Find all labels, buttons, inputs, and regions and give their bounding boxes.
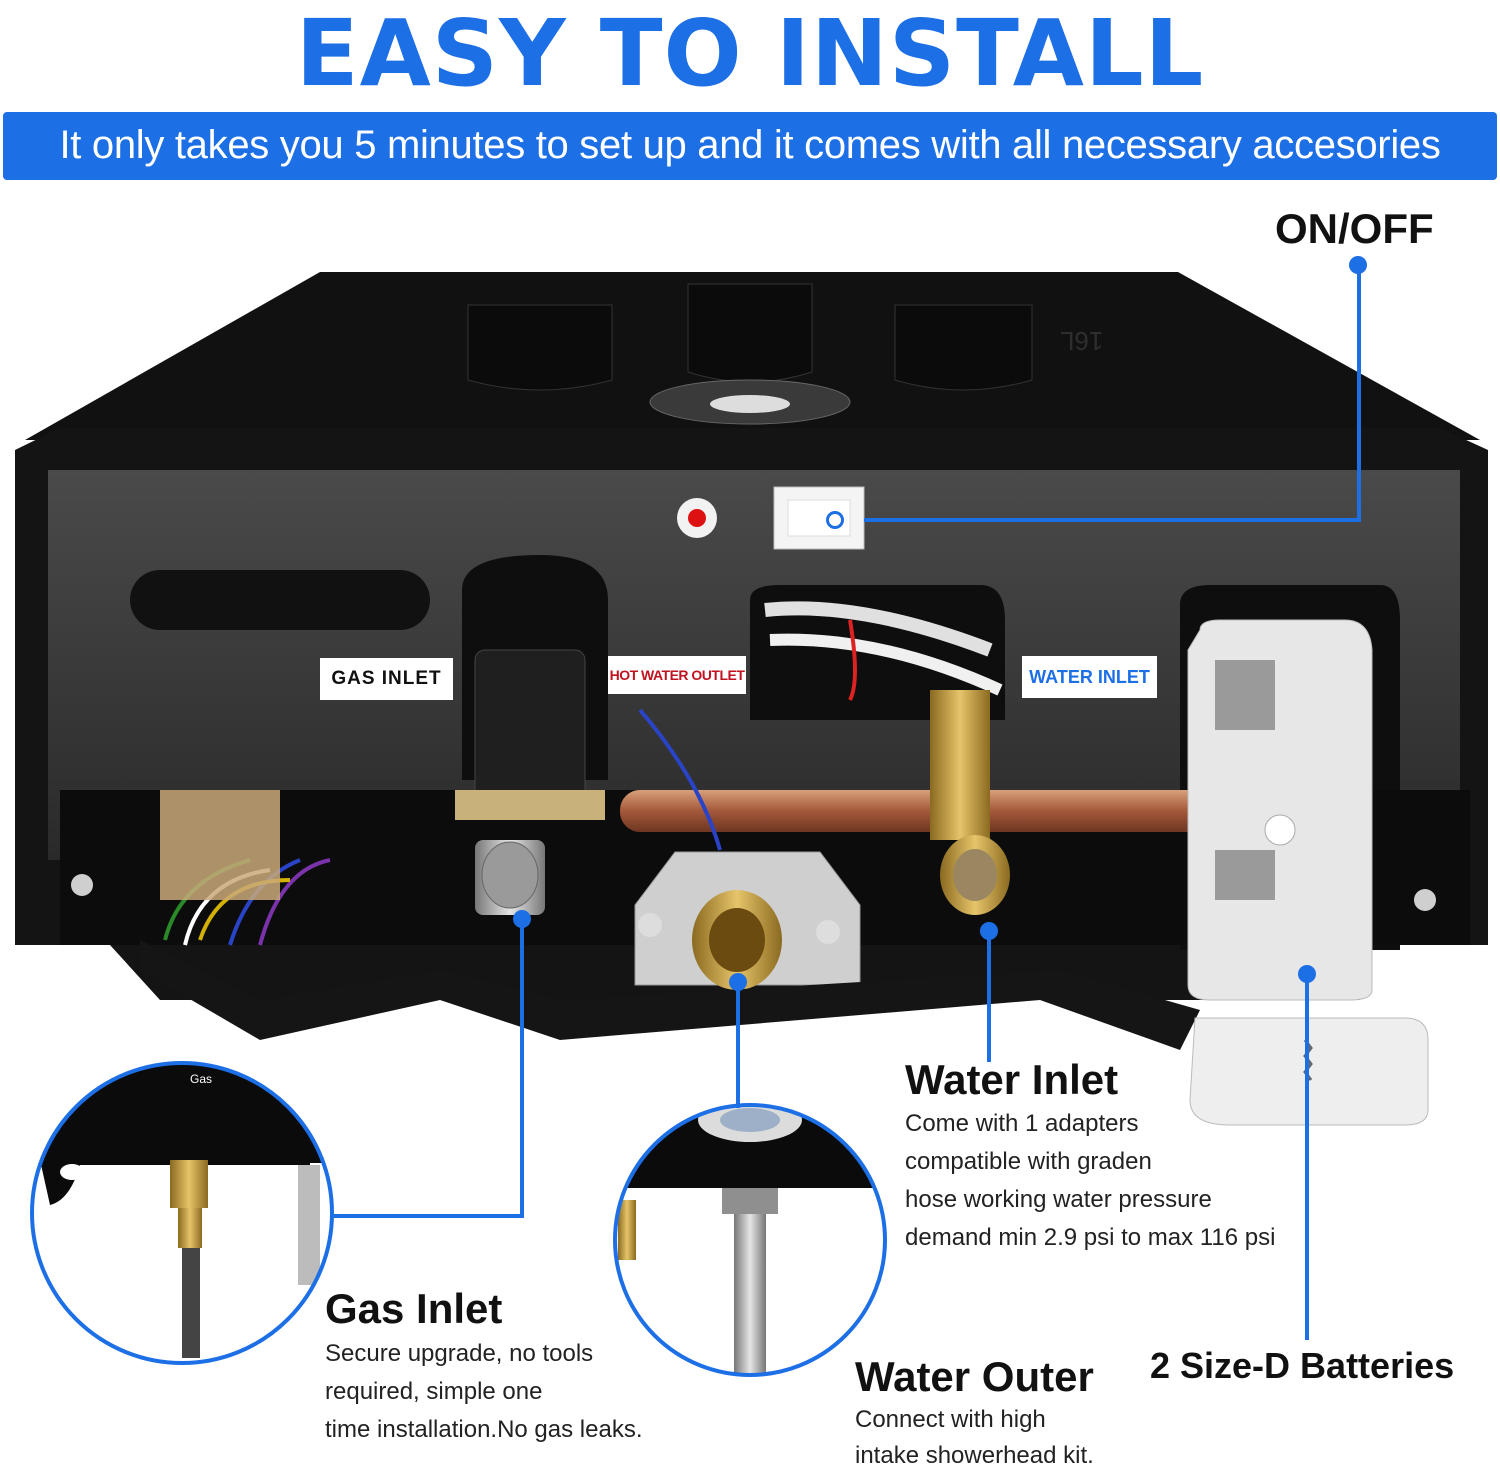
onoff-leader-horizontal <box>864 518 1361 522</box>
gas-leader-vertical <box>520 920 524 1218</box>
onoff-leader-vertical <box>1357 265 1361 521</box>
vent-slot <box>130 570 430 630</box>
onoff-dot <box>1349 256 1367 274</box>
gas-inlet-description: Secure upgrade, no tools required, simpl… <box>325 1340 643 1443</box>
batteries-dot <box>1298 965 1316 983</box>
control-knobs <box>467 283 1033 425</box>
gas-leader-horizontal <box>330 1214 524 1218</box>
onoff-target-dot <box>826 511 844 529</box>
page-title: EASY TO INSTALL <box>295 0 1205 107</box>
brass-valve <box>930 690 990 840</box>
inset-gas-label: Gas <box>190 1072 213 1086</box>
sticker-gas-inlet: GAS INLET <box>320 658 453 700</box>
batteries-leader <box>1305 975 1309 1340</box>
water-inlet-leader <box>987 932 991 1062</box>
sticker-hot-water-outlet: HOT WATER OUTLET <box>608 656 746 694</box>
batteries-title: 2 Size-D Batteries <box>1150 1345 1455 1386</box>
water-outer-leader <box>736 983 740 1108</box>
sticker-water-inlet: WATER INLET <box>1022 656 1157 698</box>
water-inlet-dot <box>980 922 998 940</box>
solenoid-coil <box>474 649 586 801</box>
water-outer-description: Connect with high intake showerhead kit. <box>855 1406 1094 1469</box>
water-outer-title: Water Outer <box>855 1353 1094 1400</box>
gas-inlet-title: Gas Inlet <box>325 1285 503 1332</box>
onoff-title: ON/OFF <box>1275 205 1434 252</box>
mounting-bracket <box>140 940 1200 1050</box>
water-outer-dot <box>729 973 747 991</box>
subtitle-banner: It only takes you 5 minutes to set up an… <box>3 112 1497 180</box>
water-outlet-closeup <box>615 1105 885 1375</box>
gas-dot <box>513 910 531 928</box>
water-inlet-description: Come with 1 adapters compatible with gra… <box>905 1110 1276 1251</box>
gas-inlet-closeup <box>32 1063 332 1363</box>
battery-cover <box>1189 1017 1429 1126</box>
water-inlet-title: Water Inlet <box>905 1056 1119 1103</box>
model-label: 16L <box>1060 326 1104 356</box>
